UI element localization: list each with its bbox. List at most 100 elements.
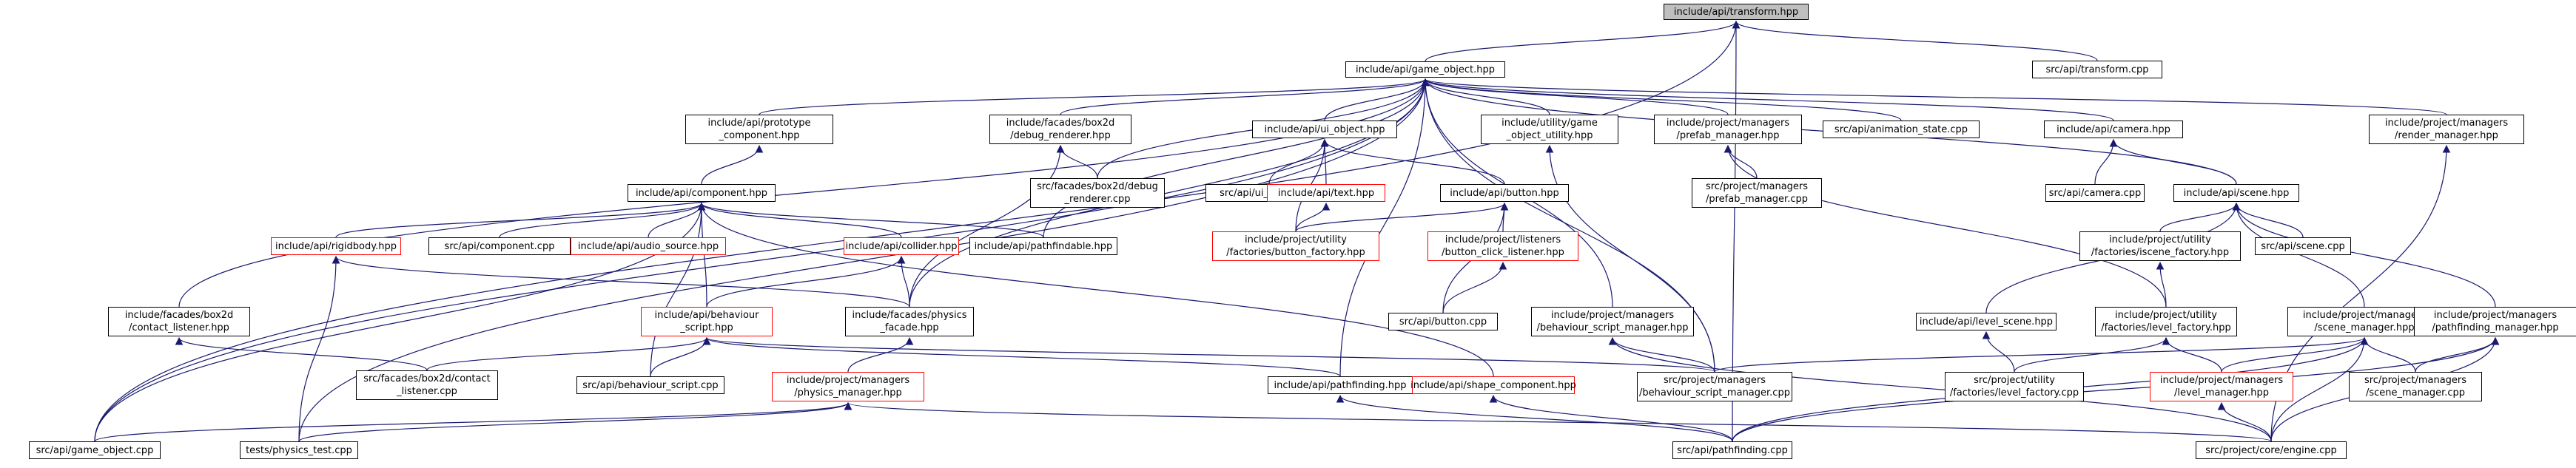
node-level-factory-cpp[interactable]: src/project/utility/factories/level_fact… xyxy=(1945,372,2084,401)
edge-button-factory-hpp-to-text-hpp xyxy=(1295,202,1331,232)
node-label: /scene_manager.cpp xyxy=(2365,387,2466,399)
node-label: include/api/pathfindable.hpp xyxy=(974,240,1113,252)
node-label: include/project/utility xyxy=(2109,234,2211,245)
node-label: src/api/animation_state.cpp xyxy=(1834,123,1968,135)
node-label: include/facades/box2d xyxy=(124,310,234,321)
node-physics-facade-hpp[interactable]: include/facades/physics_facade.hpp xyxy=(845,307,974,336)
node-label: _script.hpp xyxy=(680,322,733,333)
edge-debug-renderer-hpp-to-game-object-hpp xyxy=(1060,78,1430,115)
node-level-scene-hpp[interactable]: include/api/level_scene.hpp xyxy=(1916,313,2057,330)
edge-physics-test-cpp-to-game-object-hpp xyxy=(298,78,1430,442)
node-level-factory-hpp[interactable]: include/project/utility/factories/level_… xyxy=(2095,307,2237,336)
node-label: src/api/scene.cpp xyxy=(2261,240,2345,252)
node-contact-listener-cpp[interactable]: src/facades/box2d/contact_listener.cpp xyxy=(356,370,498,400)
edge-pathfinding-hpp-to-behaviour-script-hpp xyxy=(702,336,1341,377)
node-label: include/facades/box2d xyxy=(1006,118,1115,129)
node-label: include/api/transform.hpp xyxy=(1673,6,1799,18)
edge-engine-cpp-to-level-manager-hpp xyxy=(2217,401,2272,442)
node-ui-object-hpp[interactable]: include/api/ui_object.hpp xyxy=(1252,121,1397,138)
node-label: include/api/shape_component.hpp xyxy=(1410,379,1576,391)
node-label: include/project/managers xyxy=(2302,310,2427,321)
node-button-factory-hpp[interactable]: include/project/utility/factories/button… xyxy=(1212,231,1379,261)
node-scene-hpp[interactable]: include/api/scene.hpp xyxy=(2173,184,2299,202)
node-behaviour-script-manager-hpp[interactable]: include/project/managers/behaviour_scrip… xyxy=(1531,307,1694,336)
node-label: include/project/managers xyxy=(1550,310,1675,321)
node-label: include/project/managers xyxy=(786,375,910,386)
node-label: tests/physics_test.cpp xyxy=(246,444,352,456)
node-label: /prefab_manager.hpp xyxy=(1676,130,1780,141)
node-prefab-manager-hpp[interactable]: include/project/managers/prefab_manager.… xyxy=(1654,115,1802,144)
node-label: _facade.hpp xyxy=(880,322,939,333)
edge-shape-component-hpp-to-component-hpp xyxy=(697,202,1494,377)
edge-transform-cpp-to-transform-hpp xyxy=(1732,20,2098,61)
node-pathfinding-cpp[interactable]: src/api/pathfinding.cpp xyxy=(1672,441,1792,459)
edge-game-object-cpp-to-physics-manager-hpp xyxy=(94,401,852,442)
node-label: src/project/utility xyxy=(1974,375,2055,386)
node-button-cpp[interactable]: src/api/button.cpp xyxy=(1388,313,1498,330)
node-scene-cpp[interactable]: src/api/scene.cpp xyxy=(2255,237,2351,255)
edge-game-object-utility-hpp-to-game-object-hpp xyxy=(1421,78,1550,115)
node-scene-manager-cpp[interactable]: src/project/managers/scene_manager.cpp xyxy=(2349,372,2482,401)
node-component-cpp[interactable]: src/api/component.cpp xyxy=(428,237,571,255)
edge-contact-listener-cpp-to-contact-listener-hpp xyxy=(175,336,428,371)
node-label: src/api/behaviour_script.cpp xyxy=(582,379,719,391)
edge-scene-factory-hpp-to-scene-hpp xyxy=(2159,202,2241,232)
node-pathfindable-hpp[interactable]: include/api/pathfindable.hpp xyxy=(969,237,1117,255)
edge-camera-hpp-to-game-object-hpp xyxy=(1421,78,2114,121)
node-game-object-utility-hpp[interactable]: include/utility/game_object_utility.hpp xyxy=(1481,115,1618,144)
node-game-object-cpp[interactable]: src/api/game_object.cpp xyxy=(29,441,161,459)
node-button-hpp[interactable]: include/api/button.hpp xyxy=(1440,184,1569,202)
node-pathfinding-hpp[interactable]: include/api/pathfinding.hpp xyxy=(1268,376,1413,394)
node-engine-cpp[interactable]: src/project/core/engine.cpp xyxy=(2196,441,2347,459)
node-button-click-listener-hpp[interactable]: include/project/listeners/button_click_l… xyxy=(1427,231,1578,261)
edge-game-object-cpp-to-transform-hpp xyxy=(94,20,1741,442)
node-label: include/api/scene.hpp xyxy=(2183,187,2290,199)
node-transform-hpp[interactable]: include/api/transform.hpp xyxy=(1664,4,1809,20)
edge-debug-renderer-cpp-to-debug-renderer-hpp xyxy=(1056,144,1098,179)
node-prototype-component-hpp[interactable]: include/api/prototype_component.hpp xyxy=(685,115,833,144)
node-label: include/api/level_scene.hpp xyxy=(1919,316,2054,328)
node-contact-listener-hpp[interactable]: include/facades/box2d/contact_listener.h… xyxy=(108,307,250,336)
node-label: include/api/game_object.hpp xyxy=(1355,64,1495,75)
node-collider-hpp[interactable]: include/api/collider.hpp xyxy=(844,237,959,255)
node-label: include/api/button.hpp xyxy=(1450,187,1559,199)
node-audio-source-hpp[interactable]: include/api/audio_source.hpp xyxy=(571,237,726,255)
edge-level-factory-hpp-to-prefab-manager-hpp xyxy=(1724,144,2167,308)
node-level-manager-hpp[interactable]: include/project/managers/level_manager.h… xyxy=(2150,372,2293,401)
edge-scene-cpp-to-scene-hpp xyxy=(2232,202,2304,238)
edge-behaviour-script-hpp-to-component-hpp xyxy=(697,202,707,308)
node-behaviour-script-hpp[interactable]: include/api/behaviour_script.hpp xyxy=(641,307,773,336)
node-label: include/api/pathfinding.hpp xyxy=(1274,379,1407,391)
node-shape-component-hpp[interactable]: include/api/shape_component.hpp xyxy=(1410,376,1576,394)
edge-physics-facade-hpp-to-debug-renderer-hpp xyxy=(909,144,1065,308)
node-render-manager-hpp[interactable]: include/project/managers/render_manager.… xyxy=(2369,115,2524,144)
edge-scene-manager-cpp-to-pathfinding-manager-hpp xyxy=(2415,336,2500,373)
node-physics-manager-hpp[interactable]: include/project/managers/physics_manager… xyxy=(772,372,924,401)
node-transform-cpp[interactable]: src/api/transform.cpp xyxy=(2032,61,2162,78)
node-label: src/project/core/engine.cpp xyxy=(2205,444,2337,456)
node-rigidbody-hpp[interactable]: include/api/rigidbody.hpp xyxy=(271,237,401,255)
node-debug-renderer-hpp[interactable]: include/facades/box2d/debug_renderer.hpp xyxy=(989,115,1131,144)
edge-button-hpp-to-ui-object-hpp xyxy=(1320,138,1505,185)
node-behaviour-script-cpp[interactable]: src/api/behaviour_script.cpp xyxy=(576,376,724,394)
edge-game-object-hpp-to-transform-hpp xyxy=(1425,20,1741,62)
node-scene-factory-hpp[interactable]: include/project/utility/factories/iscene… xyxy=(2079,231,2241,261)
node-camera-hpp[interactable]: include/api/camera.hpp xyxy=(2044,121,2183,138)
node-text-hpp[interactable]: include/api/text.hpp xyxy=(1267,184,1385,202)
node-animation-state-cpp[interactable]: src/api/animation_state.cpp xyxy=(1823,121,1980,138)
node-label: /scene_manager.hpp xyxy=(2314,322,2415,333)
node-game-object-hpp[interactable]: include/api/game_object.hpp xyxy=(1345,61,1505,78)
edge-collider-hpp-to-component-hpp xyxy=(697,202,902,238)
node-component-hpp[interactable]: include/api/component.hpp xyxy=(628,184,776,202)
edge-pathfindable-hpp-to-component-hpp xyxy=(697,202,1044,238)
node-camera-cpp[interactable]: src/api/camera.cpp xyxy=(2045,184,2145,202)
node-pathfinding-manager-hpp[interactable]: include/project/managers/pathfinding_man… xyxy=(2414,307,2576,336)
edge-button-factory-hpp-to-button-hpp xyxy=(1295,202,1509,232)
node-prefab-manager-cpp[interactable]: src/project/managers/prefab_manager.cpp xyxy=(1692,178,1822,208)
node-label: src/project/managers xyxy=(1663,375,1766,386)
node-debug-renderer-cpp[interactable]: src/facades/box2d/debug_renderer.cpp xyxy=(1030,178,1165,208)
node-behaviour-script-manager-cpp[interactable]: src/project/managers/behaviour_script_ma… xyxy=(1637,372,1792,401)
node-physics-test-cpp[interactable]: tests/physics_test.cpp xyxy=(240,441,358,459)
node-label: /pathfinding_manager.hpp xyxy=(2432,322,2559,333)
edge-physics-facade-hpp-to-collider-hpp xyxy=(897,255,910,308)
